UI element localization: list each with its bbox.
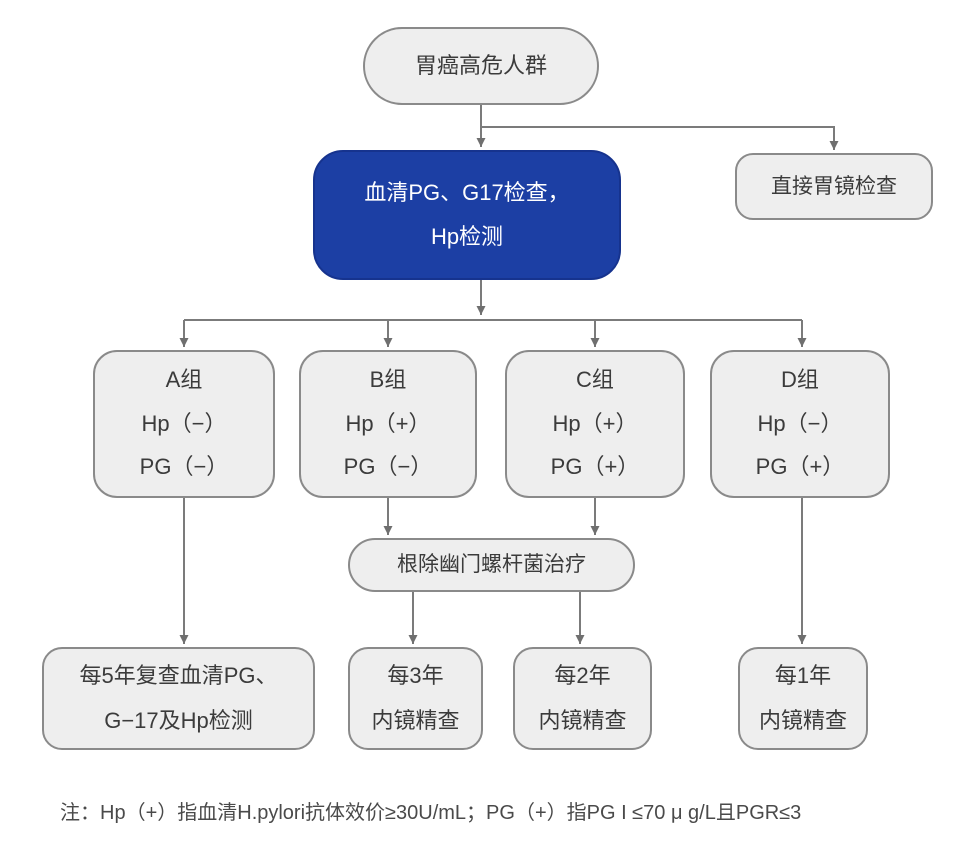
group-title: B组 xyxy=(369,367,407,393)
node-group-b: B组 Hp（+） PG（−） xyxy=(299,350,477,498)
node-serum-pg-g17-hp-test: 血清PG、G17检查， Hp检测 xyxy=(313,150,621,280)
node-group-c: C组 Hp（+） PG（+） xyxy=(505,350,685,498)
node-hp-eradication-treatment: 根除幽门螺杆菌治疗 xyxy=(348,538,635,592)
node-label-line1: 血清PG、G17检查， xyxy=(364,179,570,205)
node-label-line2: Hp检测 xyxy=(430,224,504,249)
group-title: C组 xyxy=(576,367,614,393)
followup-line1: 每2年 xyxy=(554,663,611,689)
group-pg-status: PG（+） xyxy=(550,454,640,480)
followup-line2: 内镜精查 xyxy=(371,707,460,733)
node-label: 胃癌高危人群 xyxy=(414,52,547,78)
group-hp-status: Hp（−） xyxy=(757,410,843,436)
group-hp-status: Hp（+） xyxy=(552,410,638,436)
arrow-start-to-direct xyxy=(481,126,839,150)
footnote: 注：Hp（+）指血清H.pylori抗体效价≥30U/mL；PG（+）指PG I… xyxy=(60,802,802,824)
followup-line1: 每5年复查血清PG、 xyxy=(79,663,278,689)
group-hp-status: Hp（−） xyxy=(141,410,227,436)
node-direct-gastroscopy: 直接胃镜检查 xyxy=(735,153,933,220)
node-label: 根除幽门螺杆菌治疗 xyxy=(397,553,586,577)
node-followup-1yr-endoscopy: 每1年 内镜精查 xyxy=(738,647,868,750)
node-followup-3yr-endoscopy: 每3年 内镜精查 xyxy=(348,647,483,750)
node-group-a: A组 Hp（−） PG（−） xyxy=(93,350,275,498)
group-hp-status: Hp（+） xyxy=(345,410,431,436)
node-label: 直接胃镜检查 xyxy=(771,174,897,198)
followup-line1: 每3年 xyxy=(387,663,444,689)
followup-line2: 内镜精查 xyxy=(538,707,627,733)
followup-line2: 内镜精查 xyxy=(758,707,847,733)
node-high-risk-population: 胃癌高危人群 xyxy=(363,27,599,105)
followup-line1: 每1年 xyxy=(774,663,832,689)
node-followup-2yr-endoscopy: 每2年 内镜精查 xyxy=(513,647,652,750)
group-title: A组 xyxy=(165,367,203,393)
group-title: D组 xyxy=(781,367,819,393)
group-pg-status: PG（−） xyxy=(139,454,229,480)
node-group-d: D组 Hp（−） PG（+） xyxy=(710,350,890,498)
node-followup-5yr-serum-recheck: 每5年复查血清PG、 G−17及Hp检测 xyxy=(42,647,315,750)
group-pg-status: PG（+） xyxy=(755,454,845,480)
followup-line2: G−17及Hp检测 xyxy=(104,707,253,733)
group-pg-status: PG（−） xyxy=(343,454,433,480)
